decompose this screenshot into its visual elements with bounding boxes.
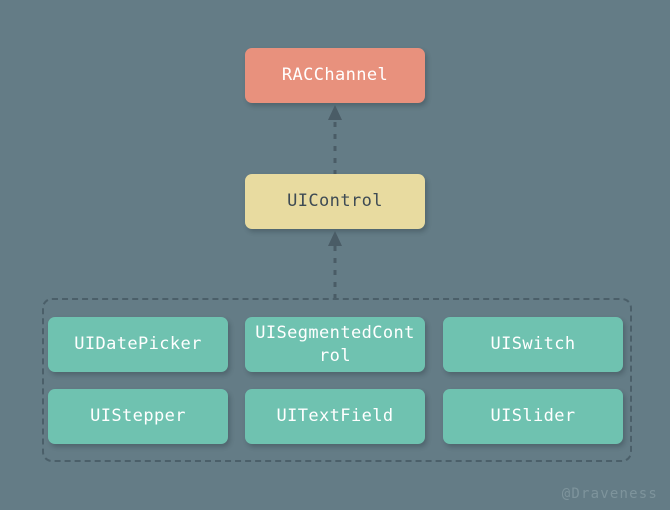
node-uislider[interactable]: UISlider [443, 389, 623, 444]
node-uitextfield[interactable]: UITextField [245, 389, 425, 444]
node-uistepper[interactable]: UIStepper [48, 389, 228, 444]
watermark: @Draveness [561, 486, 658, 502]
node-uisegmentedcontrol[interactable]: UISegmentedControl [245, 317, 425, 372]
subclass-group-container [42, 298, 632, 462]
arrow-subclasses-to-uicontrol [323, 229, 347, 299]
node-uidatepicker[interactable]: UIDatePicker [48, 317, 228, 372]
node-uicontrol[interactable]: UIControl [245, 174, 425, 229]
node-racchannel[interactable]: RACChannel [245, 48, 425, 103]
arrow-uicontrol-to-racchannel [323, 103, 347, 175]
node-uiswitch[interactable]: UISwitch [443, 317, 623, 372]
